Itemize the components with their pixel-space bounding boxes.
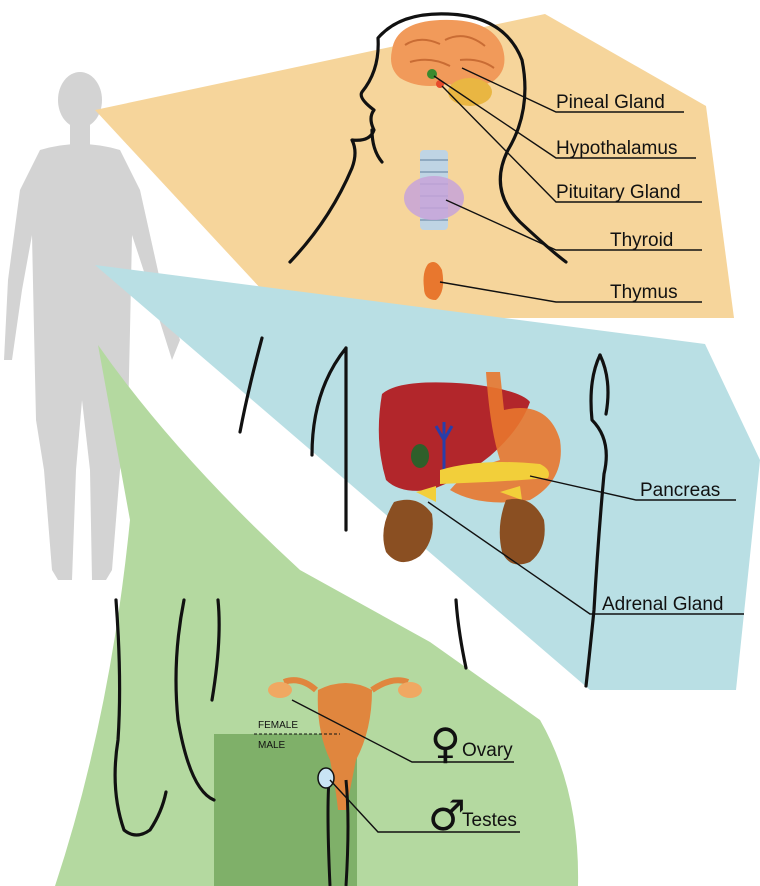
thymus xyxy=(424,262,444,300)
ovary-label: Ovary xyxy=(462,740,513,761)
hypothalamus-label: Hypothalamus xyxy=(556,138,677,159)
cerebellum xyxy=(448,78,492,106)
thyroid-label: Thyroid xyxy=(610,230,673,251)
pelvis-right-outline xyxy=(456,600,466,668)
thymus-label: Thymus xyxy=(610,282,678,303)
silhouette-neck xyxy=(70,124,90,146)
kidney-left xyxy=(383,500,432,562)
gallbladder xyxy=(411,444,429,468)
pineal-gland-label: Pineal Gland xyxy=(556,92,665,113)
female-symbol-icon: ♀ xyxy=(430,719,461,768)
testes-label: Testes xyxy=(462,810,517,831)
pituitary-gland-label: Pituitary Gland xyxy=(556,182,681,203)
brain xyxy=(391,20,504,87)
silhouette-head xyxy=(58,72,102,128)
male-symbol-icon: ♂ xyxy=(428,791,466,840)
male-label: MALE xyxy=(258,740,286,751)
female-label: FEMALE xyxy=(258,720,298,731)
pancreas-label: Pancreas xyxy=(640,480,720,501)
adrenal-gland-label: Adrenal Gland xyxy=(602,594,723,615)
